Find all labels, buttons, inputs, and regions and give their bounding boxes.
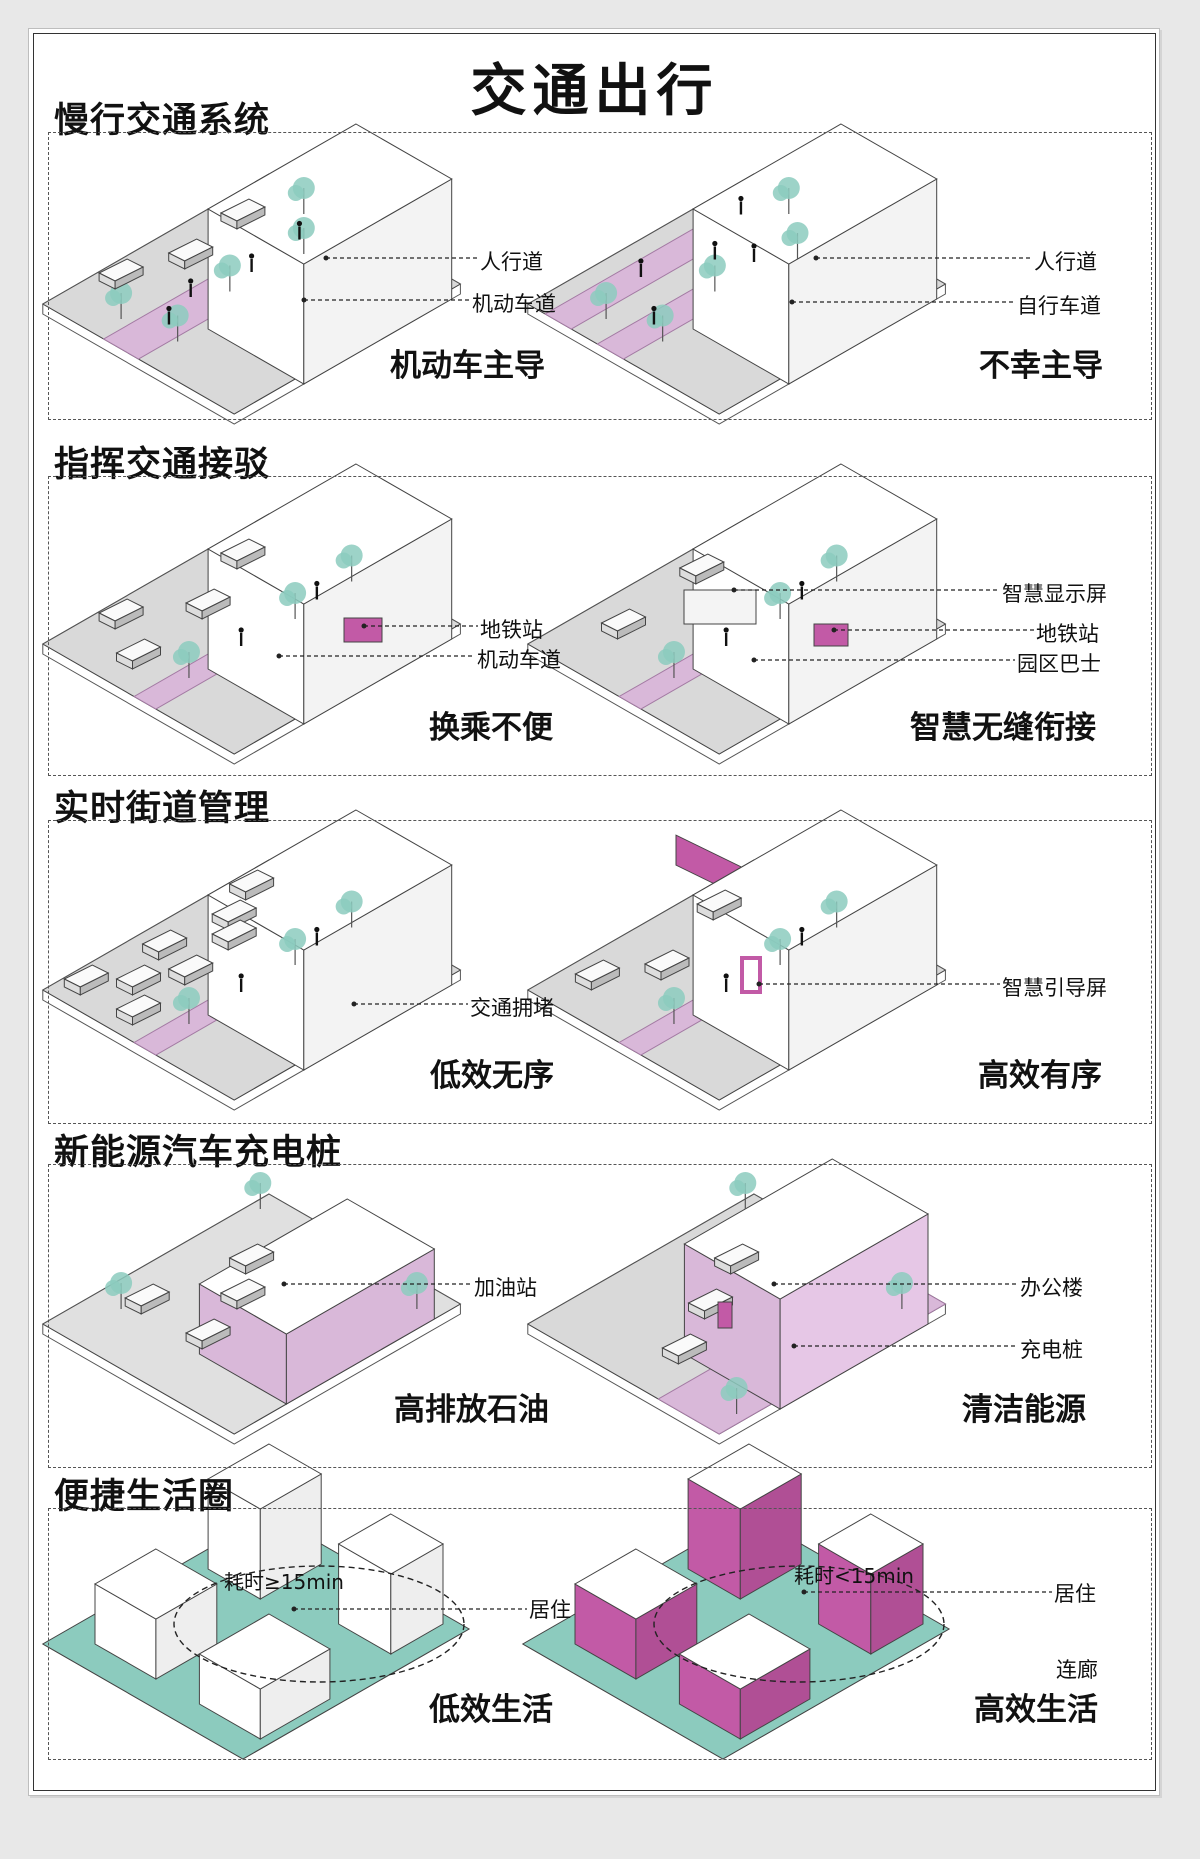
section-box-transit-connection xyxy=(48,476,1152,776)
section-box-slow-traffic xyxy=(48,132,1152,420)
caption-right-1: 不幸主导 xyxy=(979,348,1103,384)
section-box-street-management xyxy=(48,820,1152,1124)
label-office: 办公楼 xyxy=(1020,1276,1083,1300)
label-charger: 充电桩 xyxy=(1020,1338,1083,1362)
caption-inefficient-life: 低效生活 xyxy=(429,1692,553,1728)
label-gas-station: 加油站 xyxy=(474,1276,537,1300)
label-metro-left: 地铁站 xyxy=(480,618,543,642)
label-sidewalk-right: 人行道 xyxy=(1034,250,1097,274)
caption-motor-dominant: 机动车主导 xyxy=(390,348,545,384)
label-park-bus: 园区巴士 xyxy=(1017,652,1101,676)
label-residence-right: 居住 xyxy=(1054,1582,1096,1606)
poster-frame: 交通出行 慢行交通系统 人行道 机动车道 机动车主导 人行道 自行车道 不幸主导… xyxy=(33,33,1156,1791)
caption-high-emission: 高排放石油 xyxy=(394,1392,549,1428)
label-residence-left: 居住 xyxy=(529,1598,571,1622)
caption-inefficient-disorder: 低效无序 xyxy=(430,1058,554,1094)
caption-inconvenient-transfer: 换乘不便 xyxy=(429,710,553,746)
label-metro-right: 地铁站 xyxy=(1036,622,1099,646)
caption-smart-seamless: 智慧无缝衔接 xyxy=(910,710,1096,746)
caption-efficient-order: 高效有序 xyxy=(978,1058,1102,1094)
time-label-left: 耗时≥15min xyxy=(224,1570,344,1594)
section-title-street-management: 实时街道管理 xyxy=(54,789,271,829)
label-sidewalk-left: 人行道 xyxy=(480,250,543,274)
section-title-ev-charging: 新能源汽车充电桩 xyxy=(54,1133,343,1173)
section-box-ev-charging xyxy=(48,1164,1152,1468)
label-congestion: 交通拥堵 xyxy=(470,996,554,1020)
page-title: 交通出行 xyxy=(470,59,719,124)
time-label-right: 耗时<15min xyxy=(794,1564,914,1588)
section-title-transit-connection: 指挥交通接驳 xyxy=(54,445,271,485)
label-guide-screen: 智慧引导屏 xyxy=(1002,976,1107,1000)
section-title-life-circle: 便捷生活圈 xyxy=(54,1477,235,1517)
section-title-slow-traffic: 慢行交通系统 xyxy=(54,101,271,141)
label-motor-lane-2: 机动车道 xyxy=(477,648,561,672)
caption-clean-energy: 清洁能源 xyxy=(962,1392,1086,1428)
label-motor-lane-left: 机动车道 xyxy=(472,292,556,316)
caption-efficient-life: 高效生活 xyxy=(974,1692,1098,1728)
label-bike-lane: 自行车道 xyxy=(1017,294,1101,318)
label-corridor: 连廊 xyxy=(1056,1658,1098,1682)
section-box-life-circle xyxy=(48,1508,1152,1760)
label-smart-display: 智慧显示屏 xyxy=(1002,582,1107,606)
